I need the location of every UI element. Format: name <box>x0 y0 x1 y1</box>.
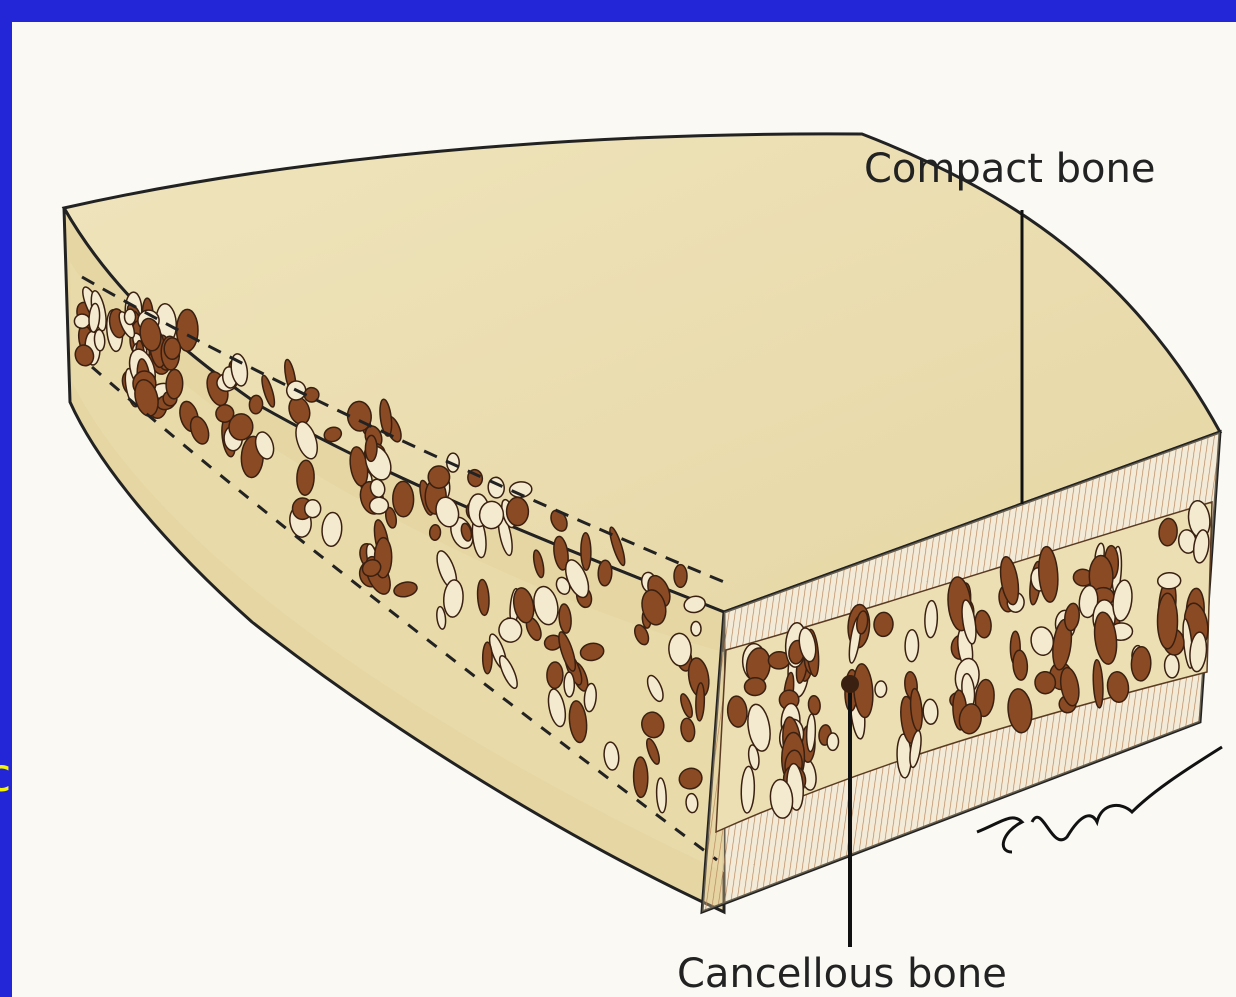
bone-pore <box>427 465 450 489</box>
bone-pore <box>875 681 887 698</box>
bone-pore <box>1158 593 1178 648</box>
bone-pore <box>905 630 919 662</box>
bone-pore <box>744 677 766 696</box>
bone-pore <box>873 612 893 637</box>
bone-pore <box>827 733 839 751</box>
bone-pore <box>296 460 314 496</box>
compact-bone-label: Compact bone <box>864 146 1155 192</box>
bone-pore <box>483 642 492 674</box>
cancellous-bone-label: Cancellous bone <box>677 951 1007 997</box>
bone-pore <box>581 533 592 571</box>
bone-pore <box>124 309 135 325</box>
bone-pore <box>691 621 701 636</box>
bone-pore <box>674 565 687 588</box>
cancellous-bone-pointer-dot <box>841 675 859 693</box>
bone-pore <box>74 313 91 329</box>
bone-pore <box>479 501 504 529</box>
slide-frame-top <box>0 0 1236 22</box>
bone-pore <box>369 497 389 515</box>
bone-pore <box>1131 646 1152 681</box>
bone-pore <box>365 435 377 461</box>
bone-pore <box>598 560 612 586</box>
bone-pore <box>249 395 263 414</box>
stray-slide-glyph: c <box>0 752 11 798</box>
bone-pore <box>923 699 939 725</box>
bone-illustration: Compact bone Cancellous bone <box>12 22 1236 997</box>
bone-pore <box>547 662 563 689</box>
bone-pore <box>166 369 184 399</box>
bone-pore <box>506 497 528 526</box>
bone-pore <box>1164 654 1179 678</box>
bone-pore <box>164 338 181 360</box>
bone-pore <box>564 672 575 697</box>
bone-pore <box>392 481 413 517</box>
bone-pore <box>1157 572 1181 589</box>
bone-pore <box>304 500 321 518</box>
slide-frame-left <box>0 0 12 997</box>
bone-pore <box>429 525 441 541</box>
bone-pore <box>633 757 648 798</box>
